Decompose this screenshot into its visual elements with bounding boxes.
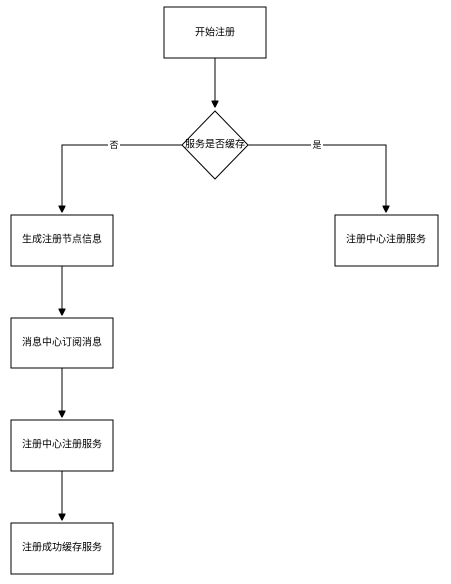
node-decision: 服务是否缓存	[181, 110, 249, 180]
node-subscribe-message: 消息中心订阅消息	[10, 317, 114, 369]
node-cache-success-label: 注册成功缓存服务	[22, 541, 102, 554]
edge-label-yes-text: 是	[312, 140, 321, 151]
node-decision-label: 服务是否缓存	[185, 138, 245, 151]
node-start-label: 开始注册	[195, 26, 235, 39]
edge-label-no: 否	[108, 139, 120, 151]
node-start: 开始注册	[163, 6, 267, 59]
node-generate-node-info: 生成注册节点信息	[10, 214, 114, 267]
node-register-center-yes-label: 注册中心注册服务	[346, 233, 426, 246]
node-generate-node-info-label: 生成注册节点信息	[22, 233, 102, 246]
edge-label-no-text: 否	[109, 140, 118, 151]
edge-label-yes: 是	[311, 139, 323, 151]
node-cache-success: 注册成功缓存服务	[10, 522, 114, 575]
edge-decision-no	[62, 144, 182, 212]
node-register-center-no: 注册中心注册服务	[10, 419, 114, 472]
node-subscribe-message-label: 消息中心订阅消息	[22, 336, 102, 349]
node-register-center-no-label: 注册中心注册服务	[22, 438, 102, 451]
edge-decision-yes	[248, 144, 386, 212]
node-register-center-yes: 注册中心注册服务	[334, 214, 439, 267]
